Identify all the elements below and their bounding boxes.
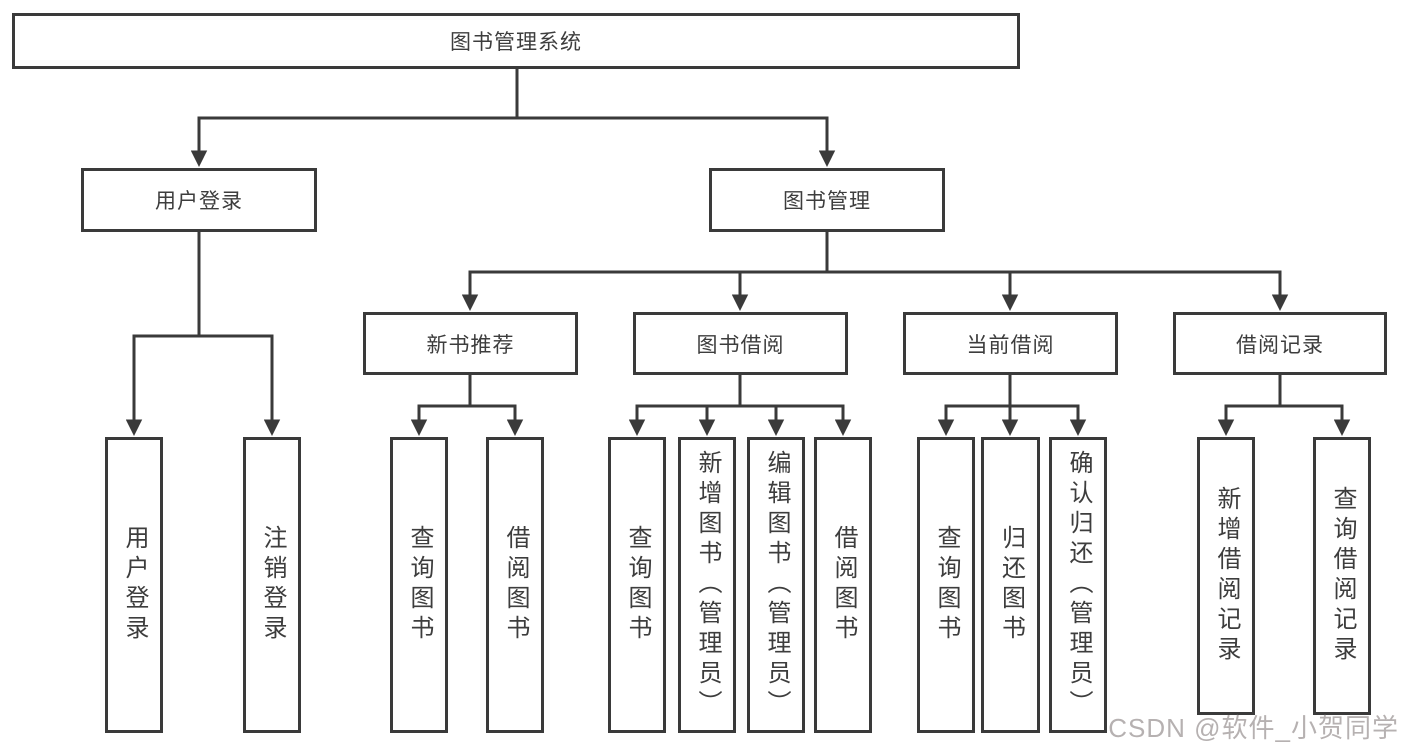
node-current-borrowing: 当前借阅	[903, 312, 1118, 375]
leaf-logout: 注销登录	[243, 437, 301, 733]
leaf-user-login: 用户登录	[105, 437, 163, 733]
leaf-return-books: 归还图书	[981, 437, 1040, 733]
leaf-borrow-books-recommend: 借阅图书	[486, 437, 544, 733]
node-book-management: 图书管理	[709, 168, 945, 232]
node-borrowing-records: 借阅记录	[1173, 312, 1387, 375]
node-user-login: 用户登录	[81, 168, 317, 232]
csdn-watermark: CSDN @软件_小贺同学	[1108, 713, 1399, 743]
node-new-book-recommendation: 新书推荐	[363, 312, 578, 375]
node-book-borrowing: 图书借阅	[633, 312, 848, 375]
leaf-query-books-current: 查询图书	[917, 437, 975, 733]
leaf-borrow-books: 借阅图书	[814, 437, 872, 733]
leaf-query-books-recommend: 查询图书	[390, 437, 448, 733]
leaf-query-borrow-record: 查询借阅记录	[1313, 437, 1371, 715]
leaf-query-books-borrow: 查询图书	[608, 437, 666, 733]
leaf-edit-books-admin: 编辑图书（管理员）	[747, 437, 805, 733]
leaf-add-borrow-record: 新增借阅记录	[1197, 437, 1255, 715]
leaf-confirm-return-admin: 确认归还（管理员）	[1049, 437, 1107, 733]
node-system-root: 图书管理系统	[12, 13, 1020, 69]
leaf-add-books-admin: 新增图书（管理员）	[678, 437, 736, 733]
